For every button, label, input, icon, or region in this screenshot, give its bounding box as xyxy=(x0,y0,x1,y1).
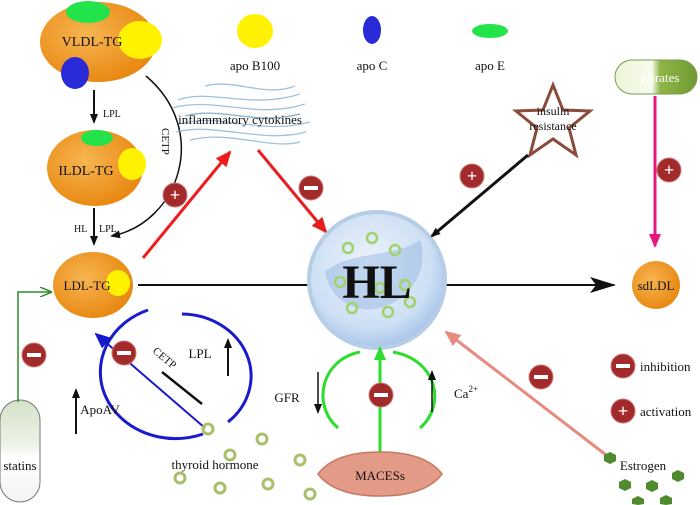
statins-capsule: statins xyxy=(0,399,41,503)
apo-b100-icon xyxy=(118,148,146,180)
cetp-level-bar xyxy=(161,371,203,405)
thyroid-hormone-icon xyxy=(173,422,317,501)
apo-c-legend-label: apo C xyxy=(357,58,388,73)
activation-legend-label: activation xyxy=(640,404,692,419)
apo-b100-icon xyxy=(106,270,130,296)
vldl-particle: VLDL-TG xyxy=(40,1,162,89)
ca-label: Ca2+ xyxy=(454,384,478,401)
inhibition-badge-thyroid xyxy=(111,340,137,366)
fibrates-label: fibrates xyxy=(641,70,680,85)
cytokines-label: inflammatory cytokines xyxy=(178,112,302,127)
lpl-label-1: LPL xyxy=(103,109,121,120)
svg-text:+: + xyxy=(664,160,674,180)
cetp-curved-arrow xyxy=(110,75,183,239)
ldl-label: LDL-TG xyxy=(64,278,111,293)
statins-to-ldl-arrow xyxy=(17,292,50,402)
inhibition-badge-cytokines xyxy=(298,175,324,201)
activation-badge-2: + xyxy=(459,163,485,189)
apo-e-icon xyxy=(81,130,113,146)
effect-legend: inhibition + activation xyxy=(610,353,692,424)
apo-e-legend-label: apo E xyxy=(475,58,505,73)
hl-center-label: HL xyxy=(342,256,411,309)
ldl-to-cytokines-arrow xyxy=(141,150,232,259)
inhibition-badge-statins xyxy=(21,342,47,368)
maces-icon: MACESs xyxy=(317,451,443,497)
apo-b100-legend-icon xyxy=(237,14,273,48)
ildl-particle: ILDL-TG xyxy=(47,130,146,206)
cytokines-to-hl-arrow xyxy=(256,149,328,234)
apo-b100-icon xyxy=(118,21,162,59)
vldl-label: VLDL-TG xyxy=(62,35,123,50)
thyroid-label: thyroid hormone xyxy=(171,457,258,472)
blue-arc-left xyxy=(98,308,204,441)
inhibition-badge-maces xyxy=(368,382,394,408)
cytokines-icon xyxy=(171,83,311,145)
insulin-label-2: resistance xyxy=(529,119,576,133)
svg-text:+: + xyxy=(618,401,628,421)
activation-badge-3: + xyxy=(656,157,682,183)
apo-c-icon xyxy=(61,57,89,89)
hl-label-small: HL xyxy=(74,224,87,235)
activation-legend-icon: + xyxy=(610,398,636,424)
svg-text:+: + xyxy=(170,185,180,205)
ildl-label: ILDL-TG xyxy=(58,164,113,179)
apo-legend: apo B100 apo C apo E xyxy=(230,14,508,73)
activation-badge-1: + xyxy=(162,182,188,208)
hl-enzyme: HL xyxy=(307,210,447,350)
apo-e-legend-icon xyxy=(472,24,508,38)
estrogen-icon xyxy=(604,452,684,505)
blue-arc-right xyxy=(181,312,253,424)
sdldl-particle: sdLDL xyxy=(632,261,680,309)
apo-b100-legend-label: apo B100 xyxy=(230,58,280,73)
sdldl-label: sdLDL xyxy=(638,278,675,293)
cetp-label-1: CETP xyxy=(159,128,171,155)
apoav-label: ApoAV xyxy=(80,402,120,417)
apo-c-legend-icon xyxy=(363,16,381,44)
insulin-to-hl-arrow xyxy=(430,153,529,238)
green-arcs xyxy=(321,350,437,430)
inhibition-legend-label: inhibition xyxy=(640,359,691,374)
maces-label: MACESs xyxy=(355,468,405,483)
ldl-particle: LDL-TG xyxy=(53,252,133,318)
lpl-label-3: LPL xyxy=(188,346,211,361)
cetp-label-2: CETP xyxy=(150,345,178,371)
apo-e-icon xyxy=(66,1,110,23)
lpl-label-2: LPL xyxy=(99,224,117,235)
fibrates-capsule: fibrates xyxy=(614,59,698,95)
gfr-label: GFR xyxy=(274,390,300,405)
estrogen-to-hl-arrow xyxy=(444,330,611,460)
svg-text:+: + xyxy=(467,166,477,186)
insulin-resistance-star xyxy=(511,80,595,159)
insulin-label-1: insulin xyxy=(537,104,570,118)
inhibition-legend-icon xyxy=(610,353,636,379)
statins-label: statins xyxy=(3,458,36,473)
inhibition-badge-estrogen xyxy=(528,364,554,390)
estrogen-label: Estrogen xyxy=(620,458,667,473)
